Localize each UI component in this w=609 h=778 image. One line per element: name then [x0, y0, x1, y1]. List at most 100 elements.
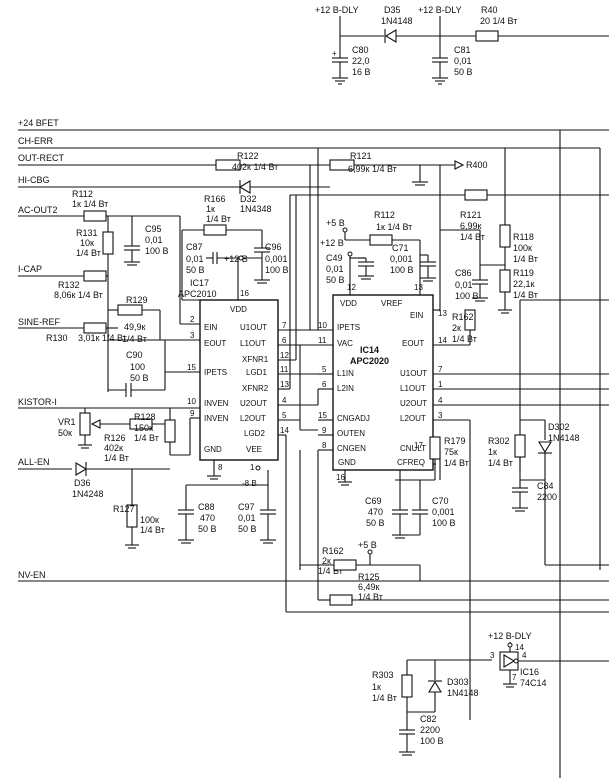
- output-network-1: R302 1к 1/4 Вт D302 1N4148 C84 2200: [488, 419, 580, 512]
- resistor-r303: [401, 674, 413, 698]
- r127-ref: R127: [113, 504, 135, 514]
- c90-voltage: 50 B: [130, 373, 149, 383]
- c88-voltage: 50 B: [198, 524, 217, 534]
- ic14-pin-u2out: U2OUT: [400, 399, 427, 408]
- ic14-pin-vac-num: 11: [318, 336, 327, 345]
- r126-value: 402к: [104, 443, 123, 453]
- c49-value: 0,01: [326, 264, 344, 274]
- ic14-body: [332, 294, 434, 471]
- ic17-gnd-num: 8: [218, 463, 223, 472]
- r132-value: 8,06к 1/4 Вт: [54, 290, 103, 300]
- d36-ref: D36: [74, 478, 91, 488]
- c82-value: 2200: [420, 725, 440, 735]
- net-label-p24: +24 BFET: [18, 118, 59, 128]
- ic14-pin-ipets: IPETS: [337, 323, 360, 332]
- ic16-in-num: 3: [490, 651, 495, 660]
- r130-ref: R130: [46, 333, 68, 343]
- c97-value: 0,01: [238, 513, 256, 523]
- r302-power: 1/4 Вт: [488, 458, 513, 468]
- ic17-pin-l1out: L1OUT: [240, 339, 266, 348]
- resistor-r129: [117, 304, 143, 316]
- net-label-ac-out2: AC-OUT2: [18, 205, 58, 215]
- c80-value: 22,0: [352, 56, 370, 66]
- ic14-left-pins: IPETS 10 VAC 11 L1IN 5 L2IN 6 CNGADJ 15 …: [318, 321, 370, 453]
- ic14-part: APC2020: [350, 356, 389, 366]
- c70-voltage: 100 B: [432, 518, 456, 528]
- ic17-pin-l1out-num: 6: [282, 336, 287, 345]
- ic17: IC17 APC2010 VDD 16 GND 8 VEE 1 -8 B EIN…: [178, 165, 609, 613]
- ic17-left-pins: EIN 2 EOUT 3 IPETS 15 INVEN 10 INVEN 9: [187, 315, 229, 423]
- resistor-r131: [102, 231, 114, 255]
- r129-power: 1/4 Вт: [122, 334, 147, 344]
- ic14-pin-cnult-num: 17: [414, 441, 423, 450]
- ic17-m8: -8 B: [242, 479, 257, 488]
- r128-value: 150к: [134, 423, 153, 433]
- c71-voltage: 100 B: [390, 265, 414, 275]
- enable-network: R162 2к 1/4 Вт +5 B R125 6,49к 1/4 Вт: [300, 540, 470, 606]
- resistor-r125: [329, 594, 353, 606]
- r166-ref: R166: [204, 194, 226, 204]
- c69-voltage: 50 B: [366, 518, 385, 528]
- timing-network: R179 75к 1/4 Вт C69 470 50 B C70 0,001 1…: [338, 436, 469, 539]
- net-label-i-cap: I-CAP: [18, 264, 42, 274]
- net-label-all-en: ALL-EN: [18, 457, 50, 467]
- ic14-vdd: VDD: [340, 299, 357, 308]
- r131-power: 1/4 Вт: [76, 248, 101, 258]
- ic14-pin-cngadj-num: 15: [318, 411, 327, 420]
- r119-power: 1/4 Вт: [513, 290, 538, 300]
- resistor-r130: [83, 322, 107, 334]
- ic17-pin-inven-b-num: 9: [190, 409, 195, 418]
- c70-value: 0,001: [432, 507, 455, 517]
- ic14-pin-ein-num: 13: [438, 309, 447, 318]
- c70-ref: C70: [432, 496, 449, 506]
- c49-ref: C49: [326, 253, 343, 263]
- power-filter-section: +12 B-DLY +12 B-DLY D35 1N4148 R40 20 1/…: [315, 5, 609, 85]
- kistor-network: VR1 50к R126 402к 1/4 Вт R128 150к 1/4 В…: [58, 407, 200, 549]
- net-label-p12-left: +12 B-DLY: [315, 5, 359, 15]
- r125-value: 6,49к: [358, 582, 380, 592]
- arrow-r400: [454, 160, 465, 170]
- ic16-vcc-num: 14: [515, 643, 524, 652]
- r112b-ref: R112: [374, 210, 395, 220]
- ic17-decoupling: R166 1к 1/4 Вт C87 0,01 50 B +12 B C96 0…: [178, 194, 289, 544]
- diode-d36: [75, 462, 88, 476]
- resistor-r162a: [464, 309, 476, 331]
- ic17-pin-inven-a-num: 10: [187, 397, 196, 406]
- ic14-pin-u1out-num: 7: [438, 365, 443, 374]
- ic17-vee: VEE: [246, 445, 262, 454]
- d36-value: 1N4248: [72, 489, 104, 499]
- ic17-pin-ein-num: 2: [190, 315, 195, 324]
- ic16-value: 74C14: [520, 678, 547, 688]
- signal-bus: +24 BFET CH-ERR OUT-RECT HI-CBG AC-OUT2 …: [18, 118, 609, 582]
- r132-ref: R132: [58, 280, 80, 290]
- c97-voltage: 50 B: [238, 524, 257, 534]
- ic17-vee-num: 1: [250, 463, 255, 472]
- r118-ref: R118: [513, 232, 534, 242]
- net-label-nv-en: NV-EN: [18, 570, 46, 580]
- potentiometer-vr1: [79, 412, 91, 436]
- c87-voltage: 50 B: [186, 265, 205, 275]
- ic14-vdd-num: 12: [347, 283, 356, 292]
- ic17-pin-u2out-num: 4: [282, 396, 287, 405]
- ic17-name: IC17: [190, 278, 209, 288]
- c95-value: 0,01: [145, 235, 163, 245]
- ic14-p5: +5 B: [326, 218, 345, 228]
- r127-power: 1/4 Вт: [140, 525, 165, 535]
- ic17-pin-xfnr2-num: 13: [280, 380, 289, 389]
- d302-ref: D302: [548, 422, 570, 432]
- r40-ref: R40: [481, 5, 498, 15]
- c81-value: 0,01: [454, 56, 472, 66]
- ic17-pin-xfnr1-num: 12: [280, 351, 289, 360]
- net-label-sine-ref: SINE-REF: [18, 317, 61, 327]
- r302-ref: R302: [488, 436, 510, 446]
- r40-value: 20 1/4 Вт: [480, 16, 517, 26]
- r126-power: 1/4 Вт: [104, 453, 129, 463]
- ic17-pin-lgd2: LGD2: [244, 429, 265, 438]
- diode-d32: [238, 180, 251, 194]
- resistor-r166: [203, 224, 227, 236]
- ic14-pin-cnult: CNULT: [400, 444, 426, 453]
- r112b-value: 1к 1/4 Вт: [376, 222, 412, 232]
- resistor-r121b-body: [464, 189, 488, 201]
- r112a-value: 1к 1/4 Вт: [72, 199, 108, 209]
